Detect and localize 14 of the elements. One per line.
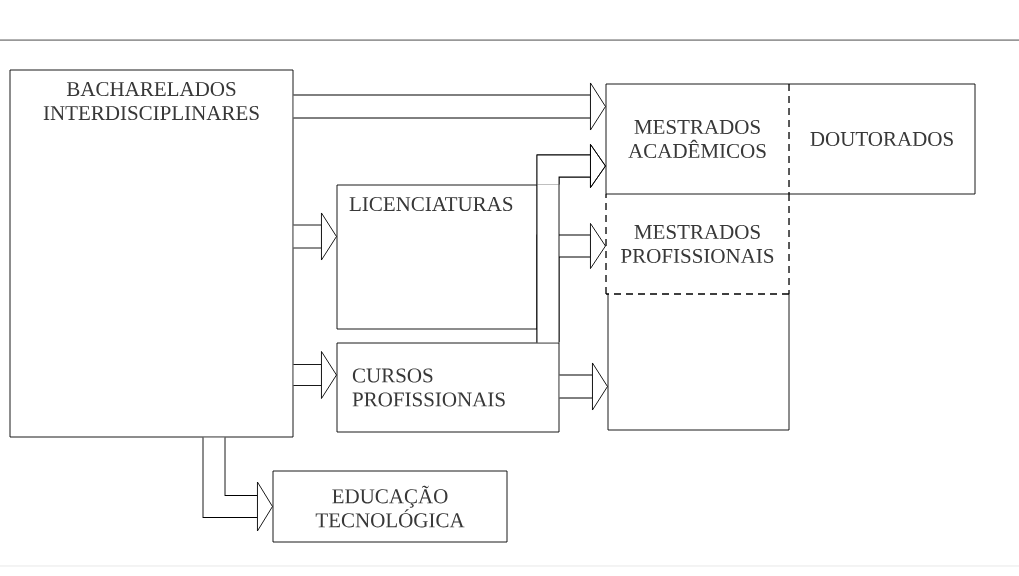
hollow-arrow: [293, 351, 337, 399]
course-box: MESTRADOS PROFISSIONAIS: [605, 193, 790, 295]
course-box: EDUCAÇÃO TECNOLÓGICA: [272, 470, 508, 543]
course-box: BACHARELADOS INTERDISCIPLINARES: [9, 69, 294, 438]
course-box: CURSOS PROFISSIONAIS: [336, 342, 560, 433]
empty-box: [607, 293, 790, 431]
course-box: MESTRADOS ACADÊMICOS: [605, 83, 790, 195]
hollow-arrow: [202, 437, 273, 532]
course-box: DOUTORADOS: [788, 83, 976, 195]
hollow-arrow: [536, 143, 606, 189]
hollow-arrow: [559, 362, 608, 411]
hollow-arrow: [293, 212, 337, 261]
course-box: LICENCIATURAS: [336, 184, 538, 330]
hollow-arrow: [293, 82, 606, 131]
